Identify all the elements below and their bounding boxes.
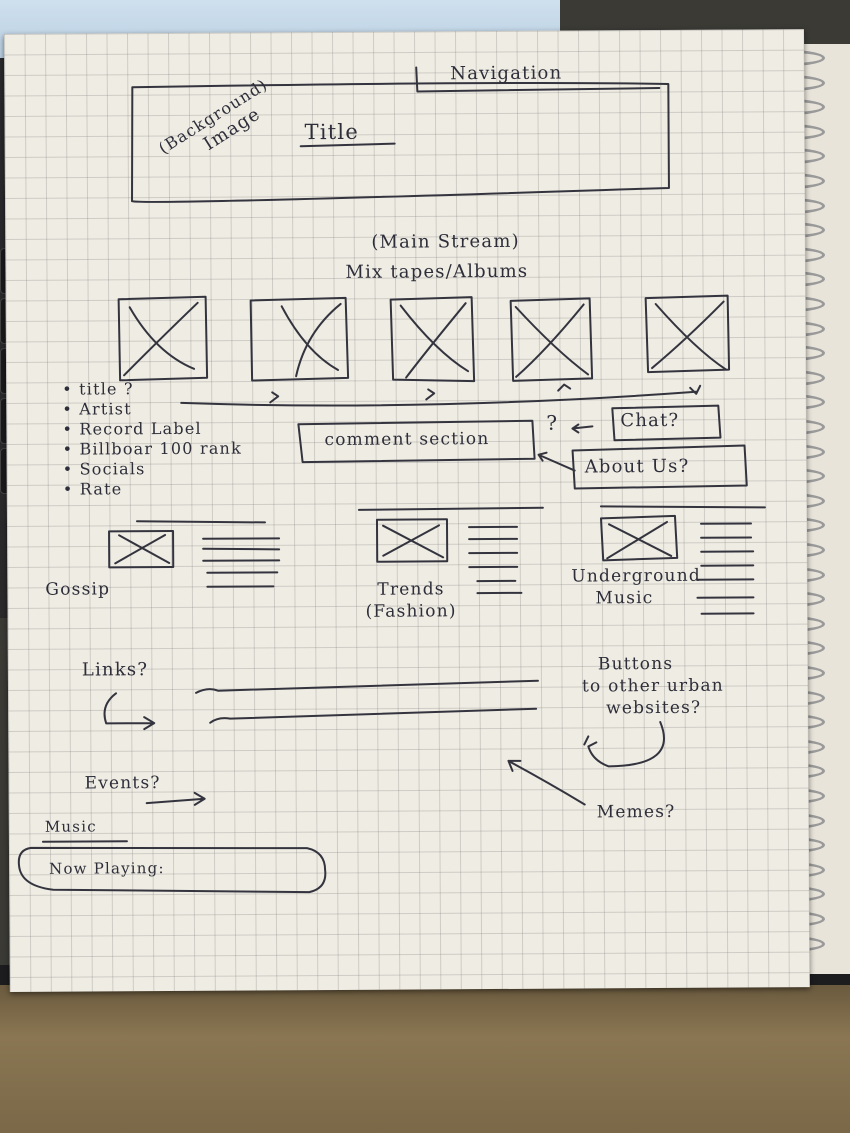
chat-label: Chat? — [620, 409, 680, 432]
album-info-item: • Socials — [62, 459, 146, 479]
buttons-arrow — [583, 721, 665, 768]
notebook-page: (Background) Image Title Navigation (Mai… — [4, 29, 810, 992]
fashion-label: (Fashion) — [365, 601, 457, 622]
album-placeholder-1 — [117, 295, 209, 382]
about-us-label: About Us? — [584, 455, 690, 478]
buttons-label-3: websites? — [606, 697, 702, 719]
mixtapes-heading: Mix tapes/Albums — [345, 260, 529, 283]
navigation-bracket — [415, 66, 661, 93]
trends-label: Trends — [377, 579, 445, 600]
header-navigation: Navigation — [450, 62, 563, 85]
music-underline — [41, 840, 128, 843]
links-arrow — [103, 692, 156, 731]
underground-music-label: Music — [595, 588, 654, 609]
album-info-item: • Record Label — [62, 418, 202, 439]
comment-question-mark: ? — [546, 410, 559, 435]
fabric-background — [0, 985, 850, 1133]
gossip-text-lines — [202, 537, 281, 588]
album-info-list: • title ? • Artist • Record Label • Bill… — [62, 379, 242, 500]
now-playing-label: Now Playing: — [49, 859, 165, 878]
album-info-item: • Billboar 100 rank — [62, 438, 242, 459]
connector-arrows — [180, 390, 698, 407]
underground-thumbnail — [599, 514, 679, 562]
header-title: Title — [304, 119, 359, 145]
about-us-box — [571, 444, 748, 490]
gossip-thumbnail — [108, 529, 175, 569]
events-arrow — [145, 791, 206, 806]
buttons-label: Buttons — [597, 653, 674, 675]
album-info-item: • Rate — [62, 479, 123, 499]
links-label: Links? — [81, 659, 149, 681]
music-label: Music — [44, 817, 97, 836]
gossip-label: Gossip — [45, 579, 111, 600]
underground-label: Underground — [571, 565, 701, 587]
memes-arrow — [507, 759, 586, 806]
album-placeholder-2 — [249, 296, 350, 382]
links-lines — [195, 679, 539, 694]
trends-text-lines — [468, 525, 523, 595]
chat-box — [611, 404, 722, 442]
now-playing-box — [17, 846, 327, 894]
underground-text-lines — [696, 522, 755, 615]
album-placeholder-4 — [509, 297, 594, 382]
album-placeholder-5 — [644, 294, 731, 374]
album-info-item: • Artist — [62, 399, 132, 419]
sketch-drawing — [17, 66, 766, 894]
album-placeholder-3 — [389, 296, 476, 383]
buttons-label-2: to other urban — [581, 675, 724, 697]
album-info-item: • title ? — [62, 379, 134, 399]
trends-thumbnail — [375, 518, 449, 563]
comment-section-label: comment section — [324, 429, 490, 451]
header-box — [131, 81, 670, 203]
mainstream-heading: (Main Stream) — [371, 230, 520, 253]
comment-section-box — [297, 419, 536, 464]
memes-label: Memes? — [596, 801, 676, 823]
events-label: Events? — [84, 773, 161, 794]
title-underline — [299, 142, 396, 148]
